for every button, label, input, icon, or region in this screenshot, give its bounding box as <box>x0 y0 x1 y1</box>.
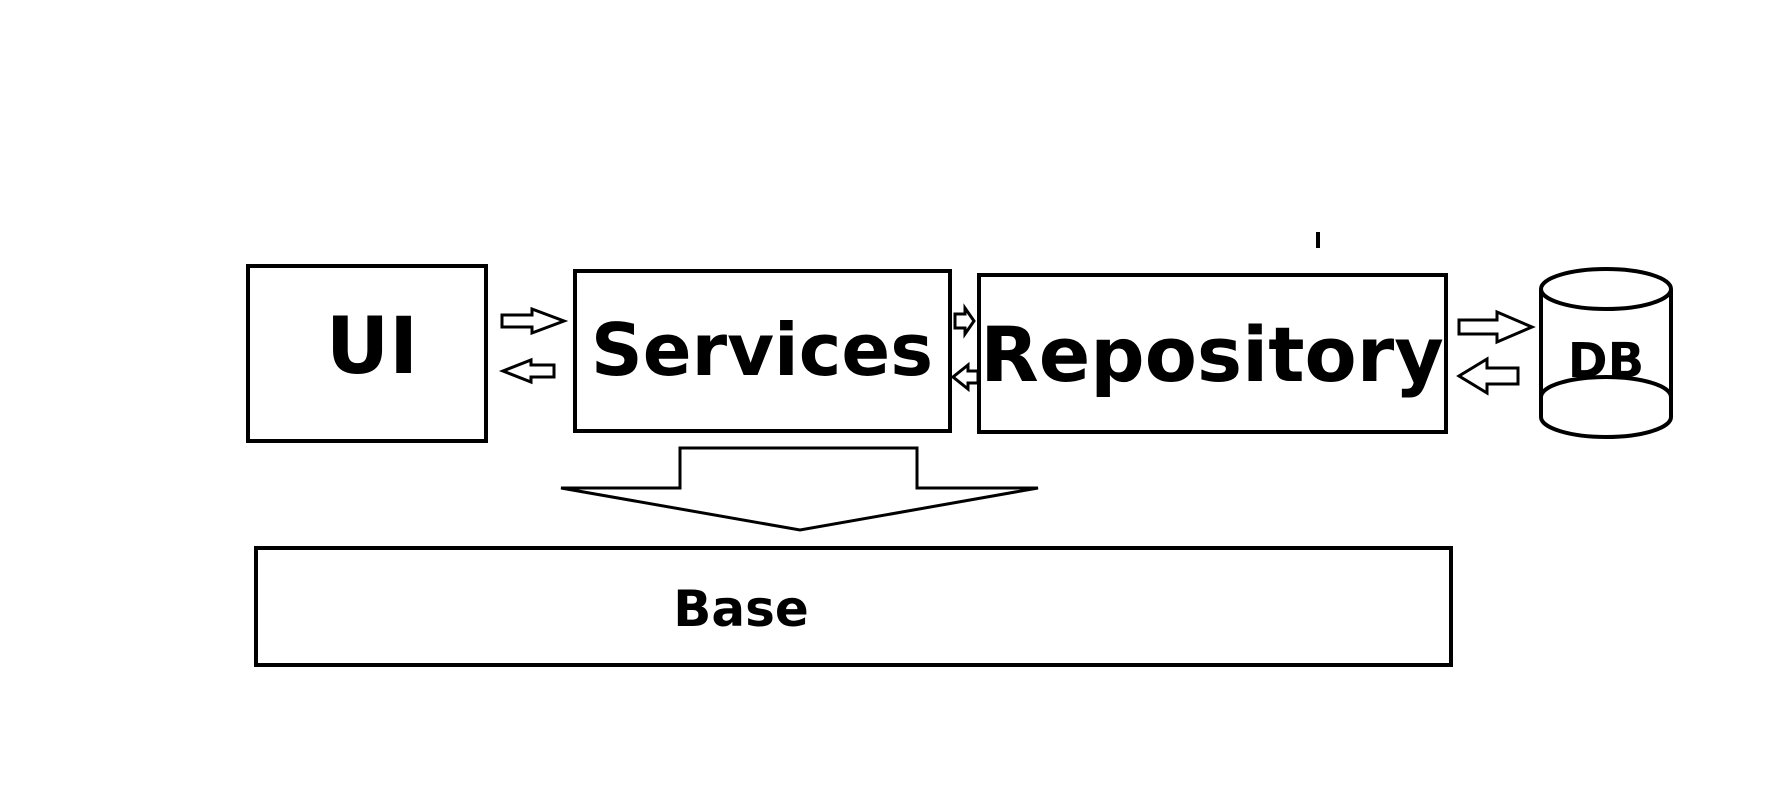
db-cylinder-top <box>1539 267 1673 311</box>
ui-box <box>246 264 488 443</box>
services-to-repository-arrow <box>953 303 976 339</box>
ui-to-services-arrow <box>500 306 569 336</box>
db-to-repository-arrow <box>1456 356 1520 396</box>
repository-label: Repository <box>980 310 1444 399</box>
repository-to-services-arrow <box>950 361 980 393</box>
repository-node: Repository <box>977 273 1448 434</box>
db-cylinder-body <box>1539 289 1673 439</box>
ui-label: UI <box>326 302 418 392</box>
base-box <box>254 546 1453 667</box>
base-label: Base <box>673 580 809 638</box>
services-to-ui-arrow <box>498 357 556 385</box>
db-cylinder-inner-curve <box>1539 375 1673 398</box>
services-to-base-arrow <box>560 446 1039 532</box>
db-node: DB <box>1539 267 1673 439</box>
ui-node: UI <box>246 264 488 443</box>
repository-box <box>977 273 1448 434</box>
repository-to-db-arrow <box>1457 309 1536 345</box>
base-node: Base <box>254 546 1453 667</box>
services-node: Services <box>573 269 952 433</box>
services-label: Services <box>591 308 933 392</box>
services-box <box>573 269 952 433</box>
db-label: DB <box>1568 333 1644 389</box>
